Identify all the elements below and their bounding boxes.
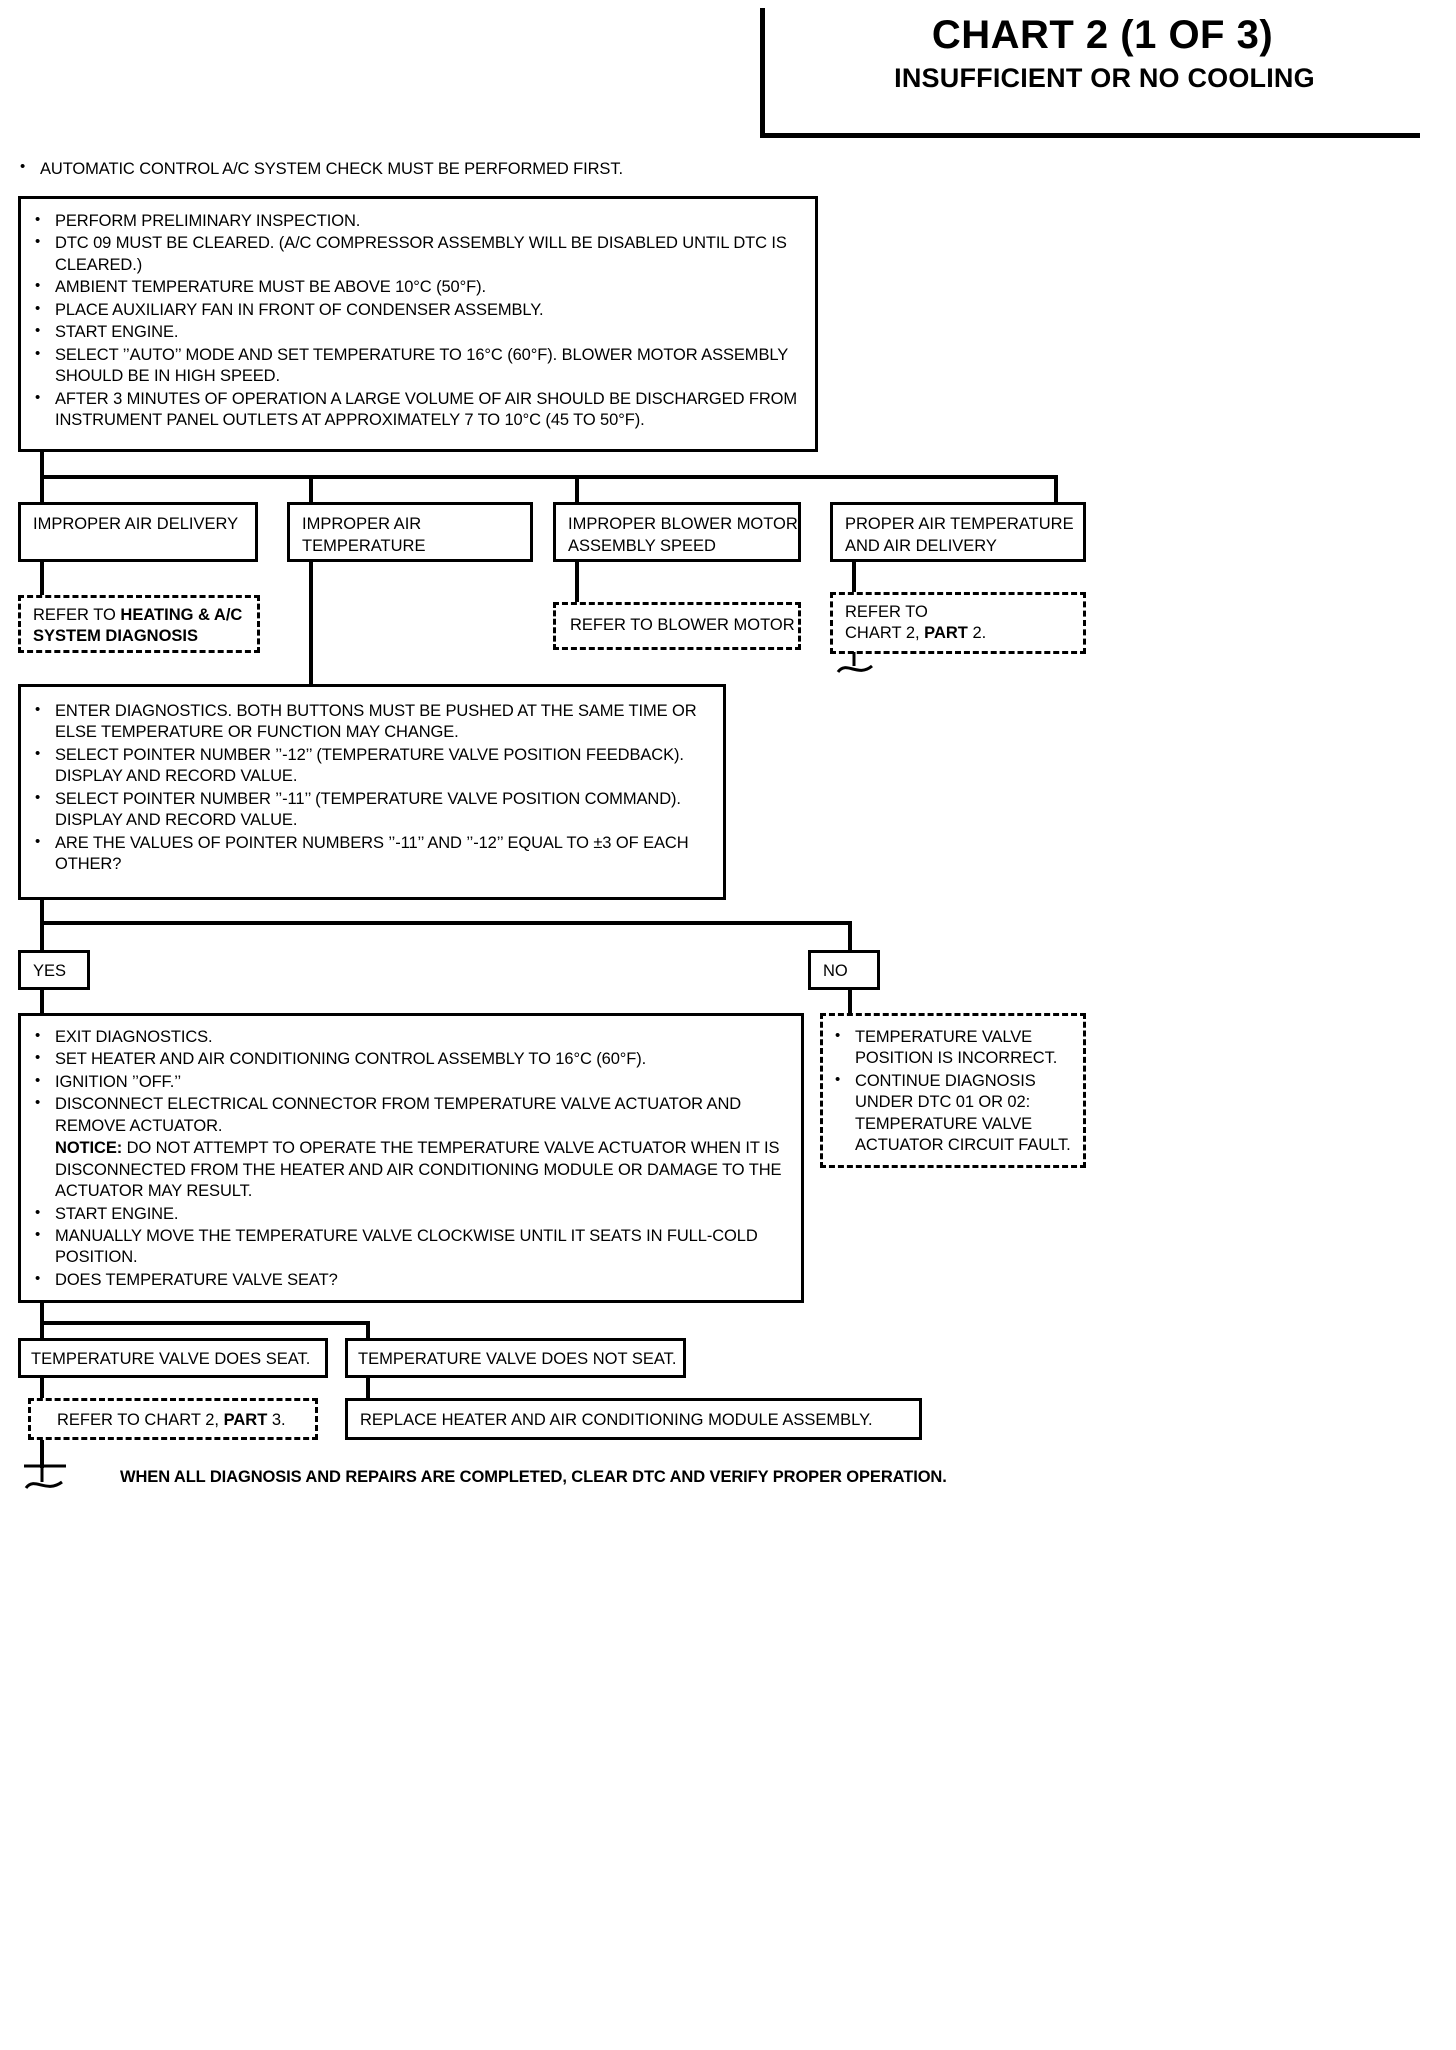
- preliminary-check-list: PERFORM PRELIMINARY INSPECTION. DTC 09 M…: [29, 210, 805, 432]
- list-item: SELECT POINTER NUMBER ’’-11’’ (TEMPERATU…: [29, 788, 713, 832]
- preliminary-check-box: PERFORM PRELIMINARY INSPECTION. DTC 09 M…: [18, 196, 818, 452]
- notice-label: NOTICE:: [55, 1139, 123, 1158]
- refer-label: REFER TO BLOWER MOTOR: [570, 616, 795, 634]
- refer-to-chart2-part2: REFER TO CHART 2, PART 2.: [830, 592, 1086, 654]
- decision-yes-box: YES: [18, 950, 90, 990]
- connector-vertical: [40, 1321, 44, 1341]
- category-label: IMPROPER AIR DELIVERY: [33, 515, 239, 533]
- refer-to-heating-ac-diagnosis: REFER TO HEATING & A/C SYSTEM DIAGNOSIS: [18, 595, 260, 653]
- temperature-valve-incorrect-box: TEMPERATURE VALVE POSITION IS INCORRECT.…: [820, 1013, 1086, 1168]
- flow-terminator-icon: [836, 652, 873, 674]
- list-item: AFTER 3 MINUTES OF OPERATION A LARGE VOL…: [29, 388, 805, 432]
- category-label: IMPROPER BLOWER MOTOR ASSEMBLY SPEED: [568, 515, 798, 555]
- page-title: CHART 2 (1 OF 3): [931, 13, 1274, 57]
- list-item: CONTINUE DIAGNOSIS UNDER DTC 01 OR 02: T…: [829, 1070, 1077, 1157]
- refer-line-2-prefix: CHART 2,: [845, 624, 925, 643]
- seat-no-label: TEMPERATURE VALVE DOES NOT SEAT.: [358, 1350, 677, 1368]
- list-item: ARE THE VALUES OF POINTER NUMBERS ’’-11’…: [29, 832, 713, 876]
- list-item: PERFORM PRELIMINARY INSPECTION.: [29, 210, 805, 232]
- connector-vertical: [40, 1440, 44, 1468]
- refer-suffix: 3.: [267, 1411, 286, 1429]
- category-label: PROPER AIR TEMPERATURE AND AIR DELIVERY: [845, 515, 1074, 555]
- list-item: DOES TEMPERATURE VALVE SEAT?: [29, 1269, 791, 1291]
- decision-yes-label: YES: [33, 962, 67, 980]
- top-note: AUTOMATIC CONTROL A/C SYSTEM CHECK MUST …: [10, 158, 840, 179]
- notice-text: DO NOT ATTEMPT TO OPERATE THE TEMPERATUR…: [55, 1139, 782, 1201]
- replace-module-box: REPLACE HEATER AND AIR CONDITIONING MODU…: [345, 1398, 922, 1440]
- list-item: DTC 09 MUST BE CLEARED. (A/C COMPRESSOR …: [29, 232, 805, 276]
- category-proper-air-temp-and-delivery: PROPER AIR TEMPERATURE AND AIR DELIVERY: [830, 502, 1086, 562]
- connector-vertical: [40, 562, 44, 598]
- list-item: TEMPERATURE VALVE POSITION IS INCORRECT.: [829, 1026, 1077, 1070]
- flow-terminator-icon: [24, 1464, 66, 1490]
- connector-vertical: [575, 562, 579, 605]
- refer-bold: PART: [223, 1411, 268, 1429]
- connector-vertical: [366, 1377, 370, 1401]
- refer-prefix: REFER TO: [33, 606, 121, 624]
- list-item: PLACE AUXILIARY FAN IN FRONT OF CONDENSE…: [29, 299, 805, 321]
- page-subtitle: INSUFFICIENT OR NO COOLING: [894, 63, 1315, 93]
- connector-vertical: [40, 1377, 44, 1401]
- refer-line-2-bold: PART: [924, 624, 968, 643]
- connector-vertical: [40, 900, 44, 924]
- category-improper-blower-speed: IMPROPER BLOWER MOTOR ASSEMBLY SPEED: [553, 502, 801, 562]
- connector-vertical: [366, 1321, 370, 1341]
- refer-to-blower-motor: REFER TO BLOWER MOTOR: [553, 602, 801, 650]
- diagnostics-list: ENTER DIAGNOSTICS. BOTH BUTTONS MUST BE …: [29, 700, 713, 876]
- list-item: AMBIENT TEMPERATURE MUST BE ABOVE 10°C (…: [29, 276, 805, 298]
- temperature-valve-does-seat-box: TEMPERATURE VALVE DOES SEAT.: [18, 1338, 328, 1378]
- refer-bold-1: HEATING & A/C: [120, 606, 243, 624]
- decision-no-box: NO: [808, 950, 880, 990]
- list-item: EXIT DIAGNOSTICS.: [29, 1026, 791, 1048]
- list-item: DISCONNECT ELECTRICAL CONNECTOR FROM TEM…: [29, 1093, 791, 1137]
- diagnostics-pointer-check-box: ENTER DIAGNOSTICS. BOTH BUTTONS MUST BE …: [18, 684, 726, 900]
- category-improper-air-temperature: IMPROPER AIR TEMPERATURE: [287, 502, 533, 562]
- refer-line-1: REFER TO: [845, 603, 928, 621]
- connector-vertical: [40, 921, 44, 951]
- connector-vertical: [40, 452, 44, 478]
- seat-yes-label: TEMPERATURE VALVE DOES SEAT.: [31, 1350, 311, 1368]
- list-item: SET HEATER AND AIR CONDITIONING CONTROL …: [29, 1048, 791, 1070]
- connector-vertical: [309, 475, 313, 503]
- connector-vertical: [40, 1303, 44, 1325]
- list-item: ENTER DIAGNOSTICS. BOTH BUTTONS MUST BE …: [29, 700, 713, 744]
- connector-vertical-to-diagnostics: [309, 562, 313, 686]
- list-item: SELECT POINTER NUMBER ’’-12’’ (TEMPERATU…: [29, 744, 713, 788]
- temperature-valve-list: TEMPERATURE VALVE POSITION IS INCORRECT.…: [829, 1026, 1077, 1157]
- temperature-valve-does-not-seat-box: TEMPERATURE VALVE DOES NOT SEAT.: [345, 1338, 686, 1378]
- list-item: START ENGINE.: [29, 1202, 791, 1225]
- connector-horizontal: [40, 1321, 370, 1325]
- replace-module-label: REPLACE HEATER AND AIR CONDITIONING MODU…: [360, 1411, 873, 1429]
- list-item: START ENGINE.: [29, 321, 805, 343]
- exit-diagnostics-box: EXIT DIAGNOSTICS. SET HEATER AND AIR CON…: [18, 1013, 804, 1303]
- connector-vertical: [40, 475, 44, 503]
- footer-note: WHEN ALL DIAGNOSIS AND REPAIRS ARE COMPL…: [120, 1468, 947, 1486]
- connector-horizontal: [40, 921, 852, 925]
- category-improper-air-delivery: IMPROPER AIR DELIVERY: [18, 502, 258, 562]
- refer-bold-2: SYSTEM DIAGNOSIS: [33, 627, 199, 646]
- connector-vertical: [848, 989, 852, 1015]
- list-item: SELECT ’’AUTO’’ MODE AND SET TEMPERATURE…: [29, 344, 805, 388]
- connector-vertical: [40, 989, 44, 1015]
- chart-header: CHART 2 (1 OF 3) INSUFFICIENT OR NO COOL…: [760, 8, 1420, 138]
- refer-prefix: REFER TO CHART 2,: [57, 1411, 224, 1429]
- decision-no-label: NO: [823, 962, 848, 980]
- connector-vertical: [852, 562, 856, 595]
- connector-vertical: [575, 475, 579, 503]
- connector-horizontal-bus: [40, 475, 1058, 479]
- refer-to-chart2-part3: REFER TO CHART 2, PART 3.: [28, 1398, 318, 1440]
- exit-diagnostics-list: EXIT DIAGNOSTICS. SET HEATER AND AIR CON…: [29, 1026, 791, 1291]
- connector-vertical: [848, 921, 852, 951]
- list-item: MANUALLY MOVE THE TEMPERATURE VALVE CLOC…: [29, 1225, 791, 1269]
- list-item: IGNITION ’’OFF.’’: [29, 1071, 791, 1093]
- category-label: IMPROPER AIR TEMPERATURE: [302, 515, 426, 555]
- refer-line-2-suffix: 2.: [967, 624, 987, 643]
- connector-vertical: [1054, 475, 1058, 503]
- notice-item: NOTICE: DO NOT ATTEMPT TO OPERATE THE TE…: [29, 1138, 791, 1202]
